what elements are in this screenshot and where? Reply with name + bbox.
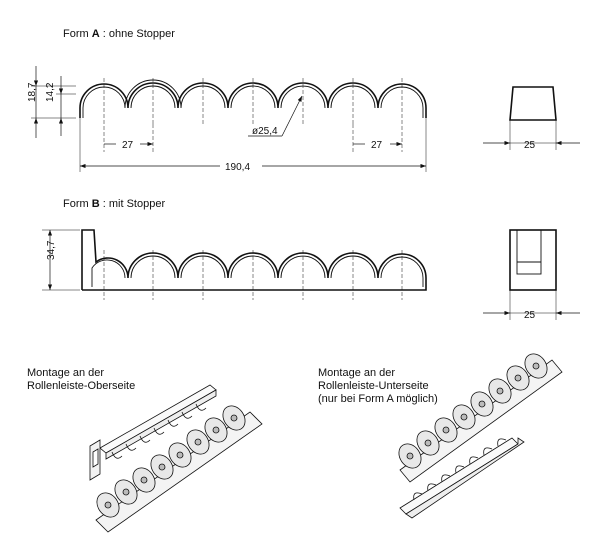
form-a-heading: Form A : ohne Stopper (63, 28, 175, 40)
dim-height-inner: 14,2 (45, 82, 56, 102)
dim-length: 190,4 (225, 162, 250, 173)
mount-bottom-caption: Montage an der Rollenleiste-Unterseite (… (318, 367, 438, 405)
form-b-side-view (42, 229, 427, 300)
mount-top-caption: Montage an der Rollenleiste-Oberseite (27, 367, 136, 392)
cover-strip-bottom (399, 437, 525, 519)
form-a-side-view (31, 66, 427, 172)
roller-strip-right (398, 353, 563, 483)
roller-strip-left (95, 405, 263, 533)
form-b-heading: Form B : mit Stopper (63, 198, 166, 210)
form-a-end-view (483, 86, 580, 150)
mount-top-illustration (89, 384, 263, 533)
dim-pitch-left: 27 (122, 140, 134, 151)
mount-bottom-illustration (398, 353, 563, 519)
dim-pitch-right: 27 (371, 140, 383, 151)
dim-stopper-height: 34,7 (46, 240, 57, 260)
cover-strip-top (89, 384, 217, 481)
form-b-end-view (483, 229, 580, 320)
dim-width-b: 25 (524, 310, 536, 321)
dim-width-a: 25 (524, 140, 536, 151)
dim-height-total: 18,7 (27, 82, 38, 102)
dim-diameter: ø25,4 (252, 126, 278, 137)
